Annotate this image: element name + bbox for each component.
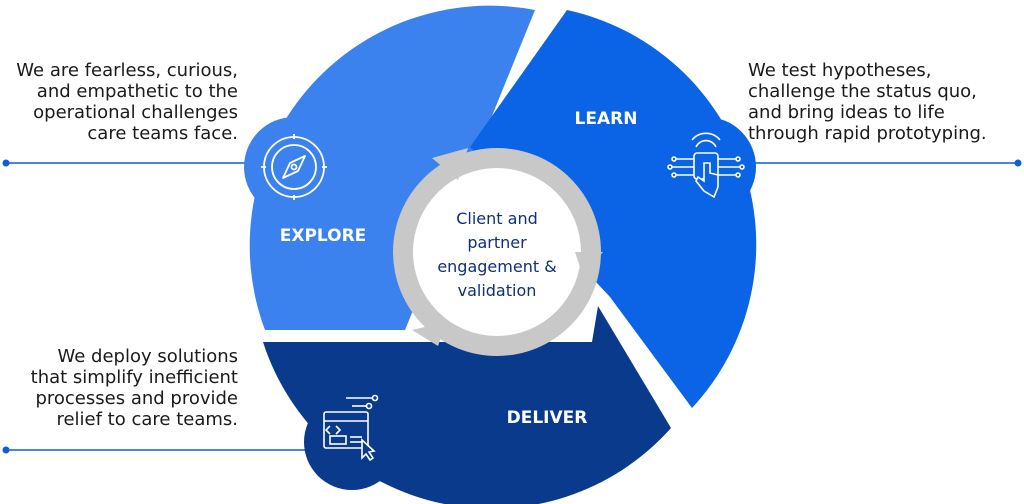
center-line: Client and [456, 209, 538, 228]
explore-description: We are fearless, curious, and empathetic… [0, 60, 238, 144]
deliver-label: DELIVER [507, 408, 588, 428]
explore-description-line: operational challenges [33, 102, 238, 123]
connectors [2, 159, 1022, 454]
deliver-connector-dot [2, 446, 10, 454]
ring-arrow-right [575, 252, 603, 276]
center-line: engagement & [437, 257, 556, 276]
explore-segment [249, 5, 535, 331]
explore-description-line: and empathetic to the [36, 81, 238, 102]
learn-description-line: and bring ideas to life [748, 102, 945, 123]
deliver-description: We deploy solutions that simplify ineffi… [0, 346, 238, 430]
touch-circuit-icon [667, 132, 745, 199]
ring-arrow-bottom [412, 322, 446, 346]
explore-description-line: care teams face. [87, 123, 238, 144]
center-ring [393, 148, 603, 356]
learn-description: We test hypotheses, challenge the status… [748, 60, 1010, 144]
explore-description-line: We are fearless, curious, [16, 60, 238, 81]
learn-description-line: We test hypotheses, [748, 60, 932, 81]
center-line: validation [458, 281, 537, 300]
deliver-description-line: We deploy solutions [57, 346, 238, 367]
learn-connector-dot [1014, 159, 1022, 167]
center-line: partner [467, 233, 527, 252]
compass-icon [261, 134, 327, 200]
explore-icon-badge [244, 117, 344, 217]
center-text: Client and partner engagement & validati… [437, 209, 556, 300]
learn-segment [470, 10, 757, 408]
explore-label: EXPLORE [280, 226, 367, 246]
deliver-description-line: processes and provide [35, 388, 238, 409]
deliver-description-line: relief to care teams. [56, 409, 238, 430]
learn-description-line: challenge the status quo, [748, 81, 977, 102]
learn-description-line: through rapid prototyping. [748, 123, 987, 144]
ring-arrow-top [432, 148, 468, 180]
browser-code-icon [323, 394, 379, 462]
explore-connector-dot [2, 159, 10, 167]
deliver-description-line: that simplify inefficient [30, 367, 238, 388]
learn-label: LEARN [575, 109, 638, 129]
